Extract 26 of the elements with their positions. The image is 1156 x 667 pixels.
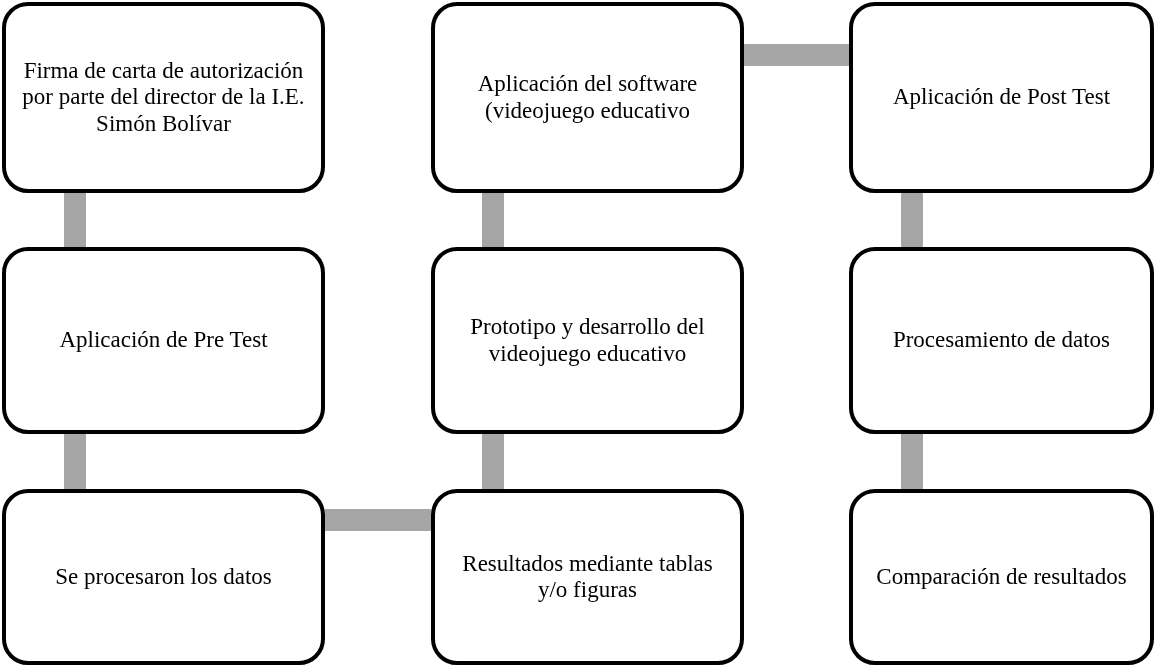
- connector-bar: [325, 509, 431, 531]
- process-box: [431, 247, 744, 434]
- step-text: Resultados mediante tablas y/o figuras: [461, 550, 714, 604]
- process-box: [2, 247, 325, 434]
- process-box: [431, 489, 744, 665]
- process-box: [849, 489, 1154, 665]
- step-text: Aplicación de Pre Test: [59, 327, 268, 354]
- step-text: Procesamiento de datos: [892, 327, 1111, 354]
- connector-bar: [901, 193, 923, 247]
- connector-bar: [901, 434, 923, 489]
- process-box: [849, 247, 1154, 434]
- connector-bar: [64, 434, 86, 489]
- process-box: [2, 2, 325, 193]
- step-text: Firma de carta de autorización por parte del director de la I.E. Simón Bolívar: [22, 57, 305, 138]
- connector-bar: [64, 193, 86, 247]
- process-box: [431, 2, 744, 193]
- connector-bar: [744, 44, 849, 66]
- step-text: Se procesaron los datos: [55, 563, 272, 591]
- step-text: Comparación de resultados: [876, 563, 1127, 591]
- step-text: Aplicación de Post Test: [892, 84, 1111, 111]
- connector-bar: [482, 193, 504, 247]
- connector-bar: [482, 434, 504, 489]
- step-text: Aplicación del software (videojuego educativo: [476, 71, 699, 124]
- process-box: [2, 489, 325, 665]
- process-box: [849, 2, 1154, 193]
- step-text: Prototipo y desarrollo del videojuego educativo: [469, 314, 706, 367]
